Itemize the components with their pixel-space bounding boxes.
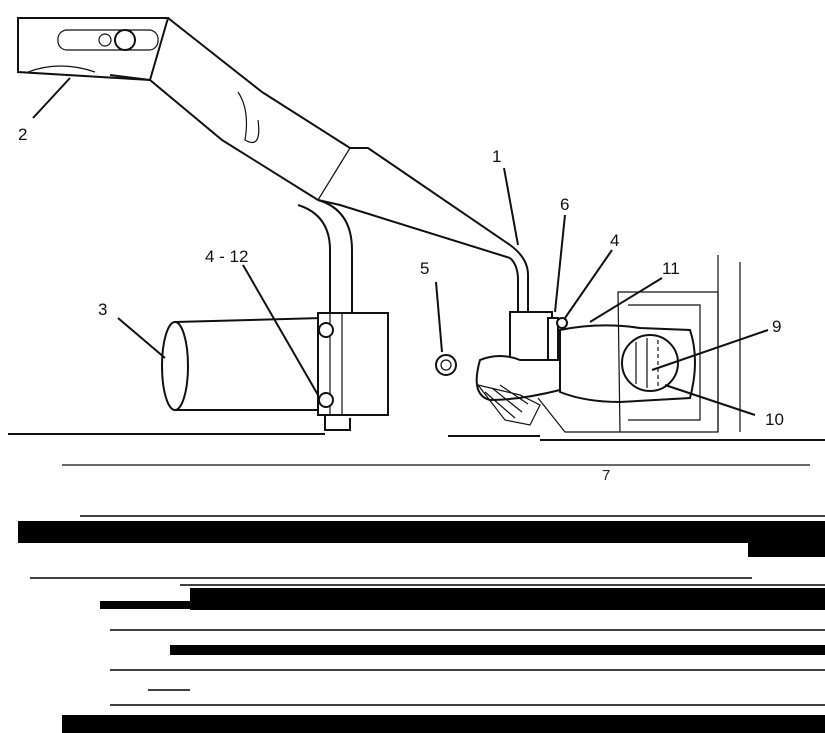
right-assembly <box>475 255 741 433</box>
nut-5 <box>435 354 457 376</box>
leader-lines <box>32 77 769 416</box>
diagonal-arm <box>109 17 511 259</box>
down-leg <box>297 199 353 320</box>
callout-3: 3 <box>98 300 107 319</box>
mount-plate <box>317 312 389 431</box>
callout-6: 6 <box>560 195 569 214</box>
callout-2: 2 <box>18 125 27 144</box>
callout-9: 9 <box>772 317 781 336</box>
handle-clamp <box>17 17 170 82</box>
base-lines <box>8 433 825 466</box>
callout-10: 10 <box>765 410 784 429</box>
callout-1: 1 <box>492 147 501 166</box>
rod-1 <box>509 244 529 318</box>
cylinder-3 <box>161 316 323 411</box>
callout-7: 7 <box>602 467 610 484</box>
callout-5: 5 <box>420 259 429 278</box>
callout-4: 4 <box>610 231 619 250</box>
lower-bars <box>18 515 825 733</box>
callout-11: 11 <box>662 259 680 278</box>
callout-4-12: 4 - 12 <box>205 247 248 266</box>
